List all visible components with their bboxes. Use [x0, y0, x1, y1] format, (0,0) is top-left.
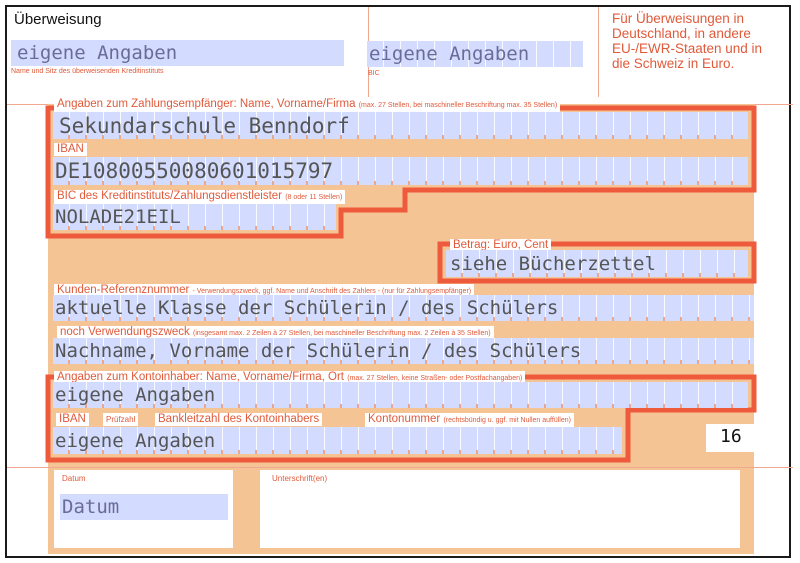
iban-label: IBAN	[54, 143, 87, 156]
purpose-field[interactable]: Nachname, Vorname der Schülerin / des Sc…	[53, 338, 754, 364]
reference-value: aktuelle Klasse der Schülerin / des Schü…	[55, 297, 559, 319]
header-divider-right	[598, 7, 599, 97]
amount-field[interactable]: siehe Bücherzettel	[446, 250, 748, 277]
signature-box[interactable]: Unterschrift(en)	[260, 470, 740, 548]
sender-bic-value: eigene Angaben	[369, 43, 530, 65]
reference-field[interactable]: aktuelle Klasse der Schülerin / des Schü…	[53, 295, 754, 321]
date-box: Datum Datum	[54, 470, 233, 548]
sender-bank-field[interactable]: eigene Angaben	[11, 40, 344, 66]
holder-pruefzahl-label: Prüfzahl	[103, 413, 139, 426]
holder-blz-label: Bankleitzahl des Kontoinhabers	[155, 413, 323, 426]
form-number-box: 16	[706, 424, 764, 450]
holder-iban-label: IBAN	[56, 413, 89, 426]
holder-iban-value: eigene Angaben	[55, 429, 216, 452]
reference-label: Kunden-Referenznummer - Verwendungszweck…	[54, 284, 475, 298]
date-field[interactable]: Datum	[60, 494, 228, 520]
recipient-value: Sekundarschule Benndorf	[59, 113, 350, 138]
info-text: Für Überweisungen in Deutschland, in and…	[612, 11, 763, 71]
date-value: Datum	[62, 496, 120, 518]
account-holder-value: eigene Angaben	[55, 384, 216, 406]
separator-line-bottom	[7, 467, 793, 468]
date-label: Datum	[62, 474, 86, 483]
purpose-value: Nachname, Vorname der Schülerin / des Sc…	[55, 340, 582, 362]
recipient-field[interactable]: Sekundarschule Benndorf	[53, 112, 748, 139]
bic-field[interactable]: NOLADE21EIL	[53, 204, 336, 230]
amount-value: siehe Bücherzettel	[450, 252, 656, 275]
iban-field[interactable]: DE10800550080601015797	[53, 157, 748, 185]
iban-value: DE10800550080601015797	[55, 159, 334, 183]
recipient-label: Angaben zum Zahlungsempfänger: Name, Vor…	[54, 98, 561, 112]
form-number: 16	[720, 426, 742, 447]
signature-label: Unterschrift(en)	[272, 474, 328, 483]
sender-bank-value: eigene Angaben	[17, 42, 178, 64]
bic-value: NOLADE21EIL	[55, 206, 181, 228]
holder-konto-label: Kontonummer (rechtsbündig u. ggf. mit Nu…	[365, 413, 574, 427]
form-title: Überweisung	[14, 11, 102, 28]
sender-bank-label: Name und Sitz des überweisenden Kreditin…	[11, 68, 164, 75]
amount-label: Betrag: Euro, Cent	[450, 239, 552, 252]
bic-label: BIC des Kreditinstituts/Zahlungsdienstle…	[54, 190, 346, 204]
sender-bic-field[interactable]: eigene Angaben	[367, 41, 583, 67]
sender-bic-label: BIC	[368, 70, 380, 77]
holder-iban-field[interactable]: eigene Angaben	[53, 427, 622, 454]
account-holder-label: Angaben zum Kontoinhaber: Name, Vorname/…	[54, 371, 526, 385]
purpose-label: noch Verwendungszweck (insgesamt max. 2 …	[57, 326, 494, 340]
account-holder-field[interactable]: eigene Angaben	[53, 382, 748, 408]
